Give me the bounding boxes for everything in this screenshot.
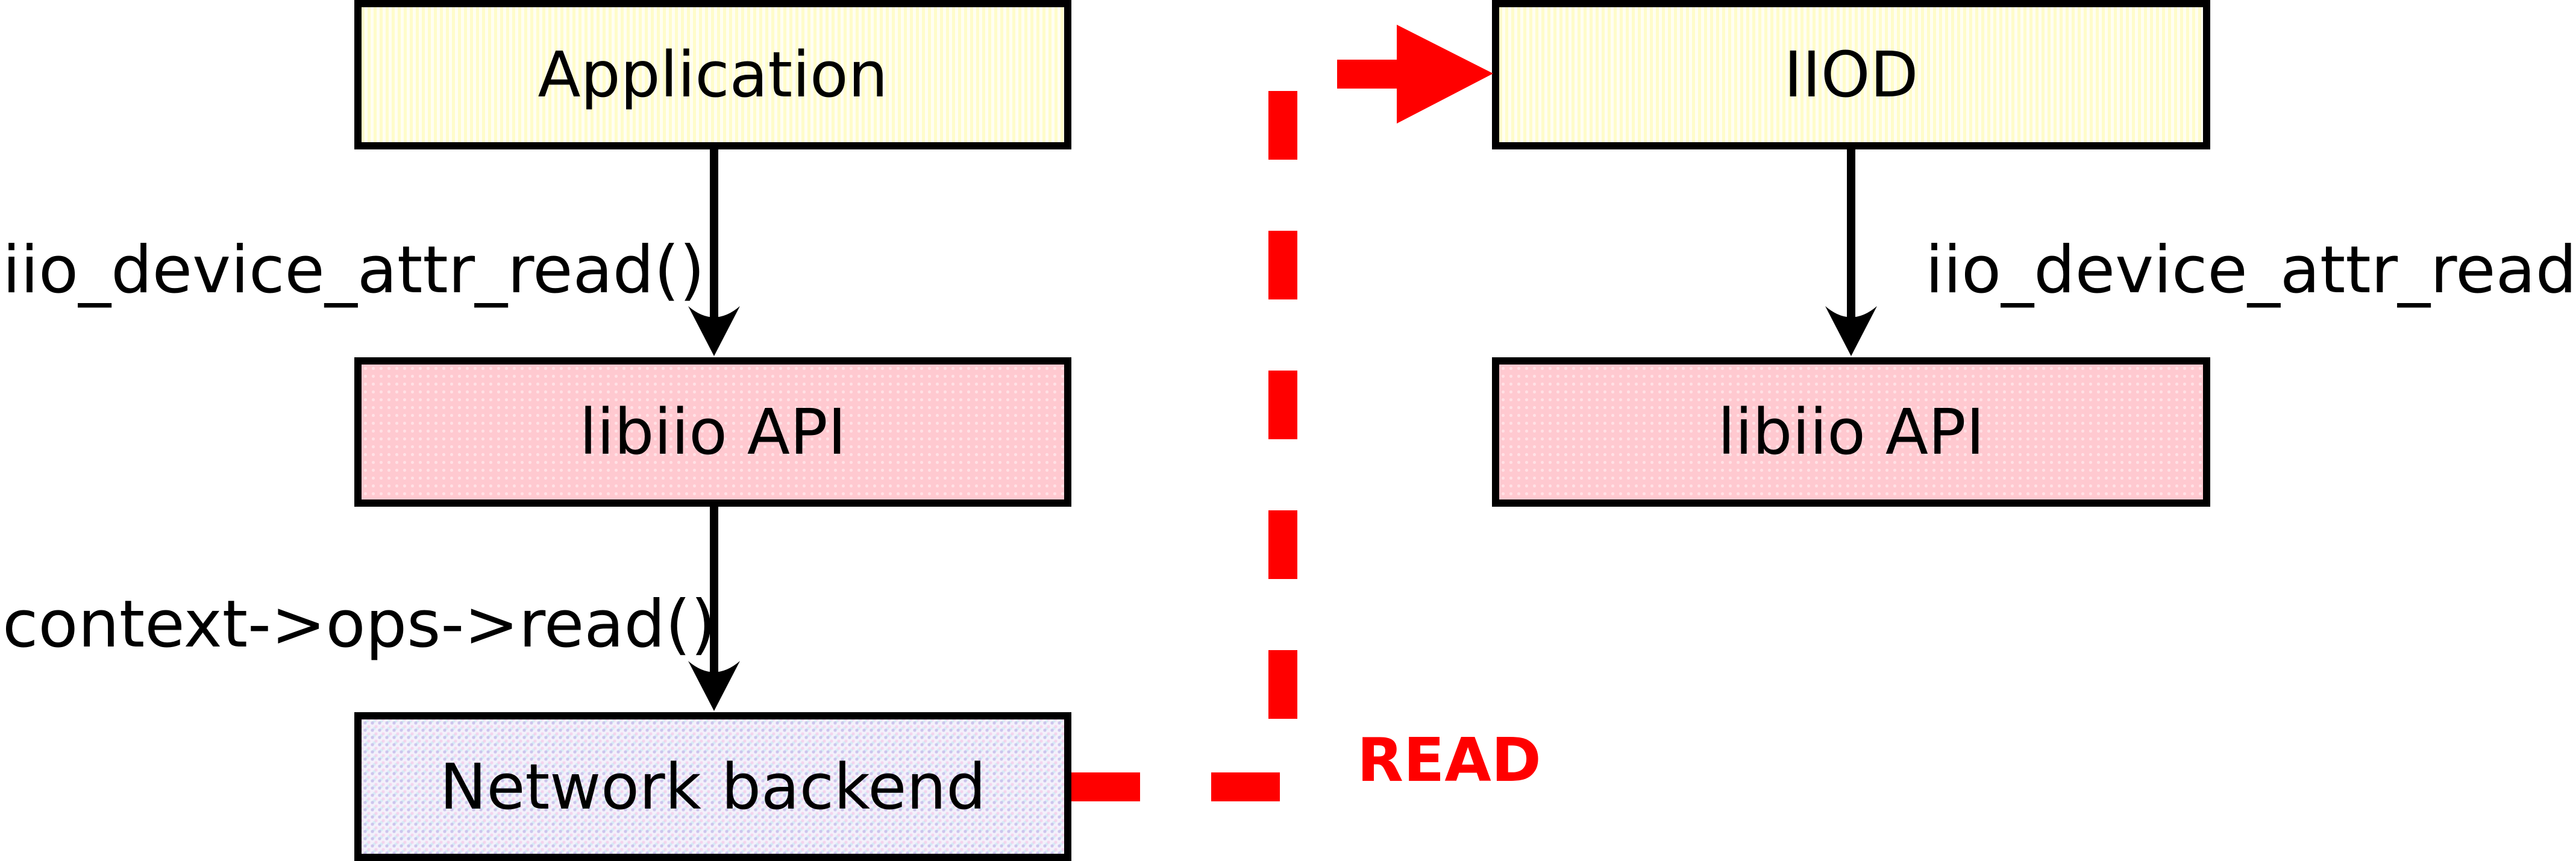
context-ops-read-label: context->ops->read(): [2, 587, 716, 662]
libiio-api-left-box-label: libiio API: [579, 395, 847, 469]
libiio-api-right-box: libiio API: [1492, 357, 2210, 507]
iiod-box: IIOD: [1492, 0, 2210, 149]
network-backend-box-label: Network backend: [439, 750, 986, 824]
right-call-label: iio_device_attr_read(): [1925, 233, 2576, 308]
red-right-arrow-icon: [1397, 25, 1493, 124]
libiio-api-left-box: libiio API: [354, 357, 1071, 507]
left-call-label: iio_device_attr_read(): [2, 233, 705, 308]
application-box-label: Application: [537, 38, 888, 111]
libiio-api-right-box-label: libiio API: [1717, 395, 1985, 469]
application-box: Application: [354, 0, 1071, 149]
network-backend-box: Network backend: [354, 712, 1071, 861]
down-arrow-icon: [1825, 149, 1877, 356]
read-path: [1071, 25, 1493, 801]
iiod-box-label: IIOD: [1784, 38, 1919, 111]
read-flow-label: READ: [1357, 725, 1541, 795]
